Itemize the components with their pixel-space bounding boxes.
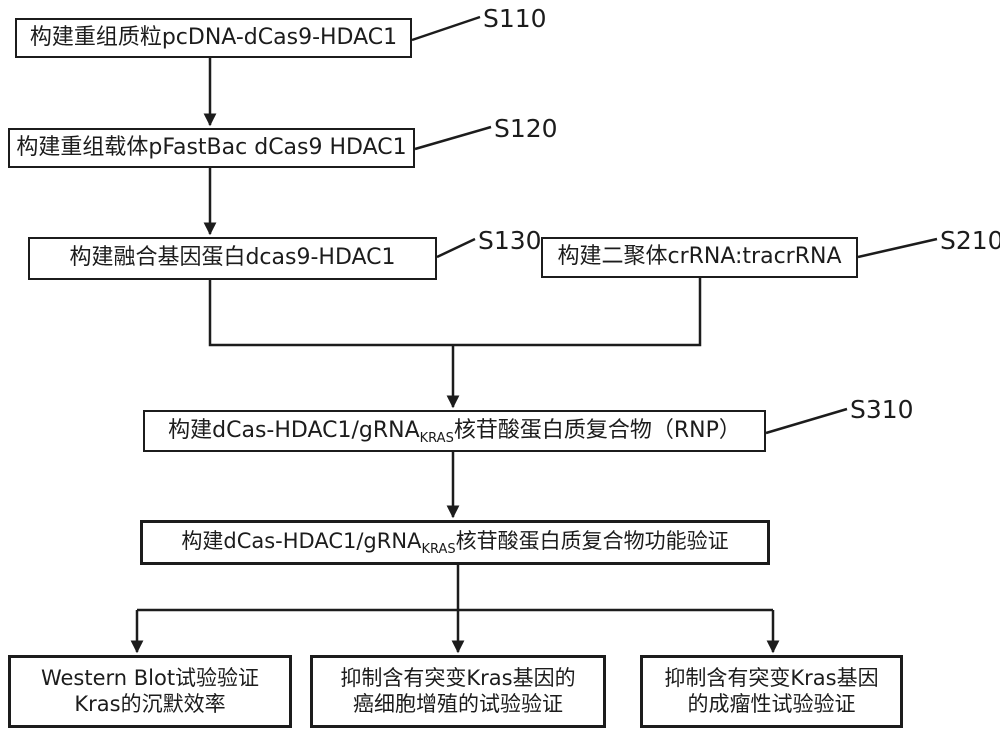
wb-line1: Western Blot试验验证: [40, 666, 260, 691]
node-build-rnp-complex-text: 构建dCas-HDAC1/gRNAKRAS核苷酸蛋白质复合物（RNP）: [168, 418, 741, 445]
leader-s210: [857, 237, 938, 259]
node-proliferation-validation-text: 抑制含有突变Kras基因的 癌细胞增殖的试验验证: [340, 666, 575, 716]
prolif-line1: 抑制含有突变Kras基因的: [340, 666, 576, 691]
rnp-text-suffix: 核苷酸蛋白质复合物（RNP）: [453, 417, 741, 443]
rnp-text-prefix: 构建dCas-HDAC1/gRNA: [168, 417, 420, 443]
leader-s310: [765, 407, 848, 435]
func-text-prefix: 构建dCas-HDAC1/gRNA: [181, 529, 422, 553]
node-western-blot-validation-text: Western Blot试验验证 Kras的沉默效率: [41, 666, 259, 716]
func-text-subscript: KRAS: [421, 542, 456, 557]
node-proliferation-validation: 抑制含有突变Kras基因的 癌细胞增殖的试验验证: [310, 655, 606, 728]
node-tumorigenicity-validation-text: 抑制含有突变Kras基因 的成瘤性试验验证: [664, 666, 878, 716]
node-build-plasmid: 构建重组质粒pcDNA-dCas9-HDAC1: [15, 18, 412, 58]
prolif-line2: 癌细胞增殖的试验验证: [353, 691, 563, 716]
leader-s110: [411, 15, 481, 42]
step-label-s210: S210: [940, 226, 1000, 255]
func-text-suffix: 核苷酸蛋白质复合物功能验证: [455, 529, 729, 553]
tumor-line2: 的成瘤性试验验证: [687, 691, 856, 716]
leader-s130: [436, 237, 476, 259]
tumor-line1: 抑制含有突变Kras基因: [664, 666, 879, 691]
step-label-s130: S130: [478, 226, 542, 255]
node-build-vector-text: 构建重组载体pFastBac dCas9 HDAC1: [16, 134, 407, 160]
leader-s120: [414, 125, 492, 151]
node-build-plasmid-text: 构建重组质粒pcDNA-dCas9-HDAC1: [29, 24, 398, 50]
step-label-s110: S110: [483, 4, 547, 33]
node-function-validation-text: 构建dCas-HDAC1/gRNAKRAS核苷酸蛋白质复合物功能验证: [181, 529, 728, 556]
node-build-vector: 构建重组载体pFastBac dCas9 HDAC1: [8, 128, 415, 168]
rnp-text-subscript: KRAS: [419, 430, 454, 446]
node-build-rnp-complex: 构建dCas-HDAC1/gRNAKRAS核苷酸蛋白质复合物（RNP）: [143, 410, 766, 452]
wb-line2: Kras的沉默效率: [74, 691, 226, 716]
node-build-fusion-protein-text: 构建融合基因蛋白dcas9-HDAC1: [69, 245, 396, 271]
node-tumorigenicity-validation: 抑制含有突变Kras基因 的成瘤性试验验证: [640, 655, 903, 728]
merge-line-s130-s210: [208, 276, 702, 347]
node-build-fusion-protein: 构建融合基因蛋白dcas9-HDAC1: [28, 237, 437, 280]
node-build-dimer-text: 构建二聚体crRNA:tracrRNA: [557, 244, 842, 270]
step-label-s120: S120: [494, 114, 558, 143]
step-label-s310: S310: [850, 395, 914, 424]
node-western-blot-validation: Western Blot试验验证 Kras的沉默效率: [8, 655, 292, 728]
node-build-dimer: 构建二聚体crRNA:tracrRNA: [541, 237, 858, 278]
node-function-validation: 构建dCas-HDAC1/gRNAKRAS核苷酸蛋白质复合物功能验证: [140, 520, 770, 565]
